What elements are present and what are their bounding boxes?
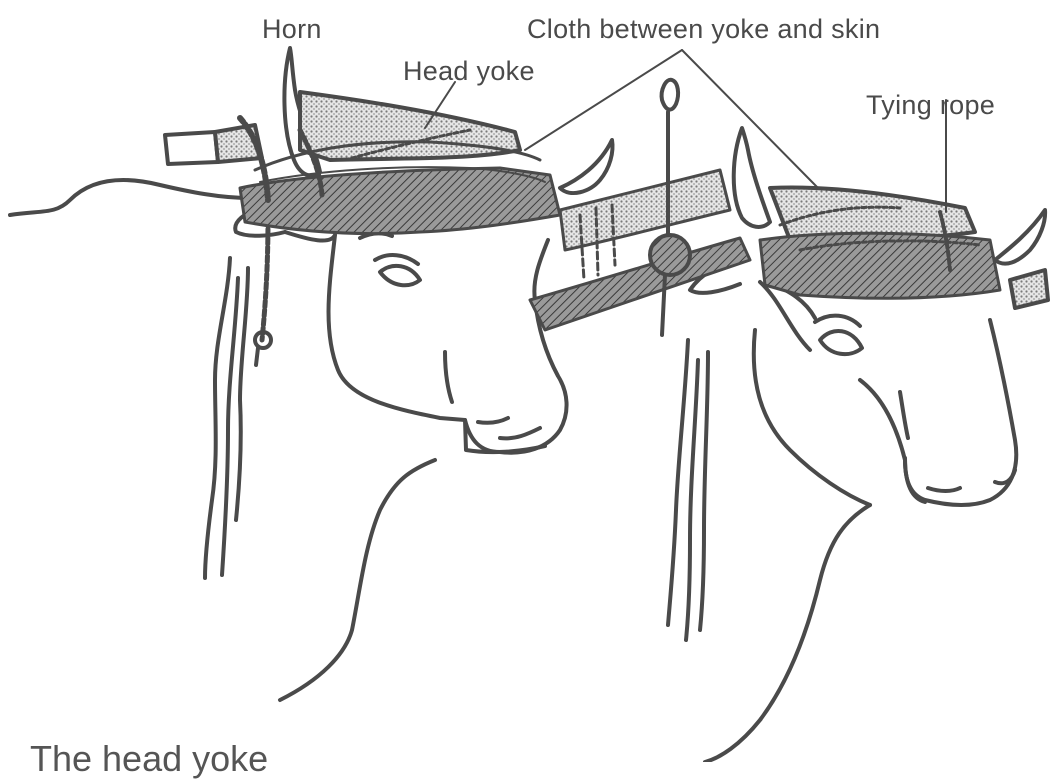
yoke-center-pin [662,80,678,110]
label-cloth: Cloth between yoke and skin [527,16,880,43]
right-ox-horn-left [734,128,770,227]
left-ox-mouth [500,428,540,438]
yoke-top-left [300,92,520,160]
right-ox-muzzle [905,458,925,502]
right-ox-eye [820,331,862,354]
label-tying-rope: Tying rope [866,92,995,119]
yoke-left-end [165,132,218,164]
label-horn: Horn [262,16,322,43]
left-tying-rope [262,220,268,340]
leader-cloth-left [525,50,682,150]
right-ox-horn-right [995,210,1045,264]
right-ox-head [760,282,1016,505]
left-ox-eye [380,266,420,285]
right-ox-neck [754,330,870,505]
figure-caption: The head yoke [30,738,268,780]
yoke-right-end [1010,270,1048,308]
left-ox-back-line [10,180,250,215]
left-ox-nostril [478,418,508,423]
label-head-yoke: Head yoke [403,58,535,85]
yoke-center-beam [530,238,750,330]
yoke-center-ring [650,235,690,275]
middle-horn [560,140,613,193]
right-ox-throat-lines [668,340,688,625]
left-ox-muzzle [465,420,545,452]
left-ox-neck [280,460,435,700]
left-ox-head [285,232,567,453]
right-ox-nostril [928,488,960,491]
